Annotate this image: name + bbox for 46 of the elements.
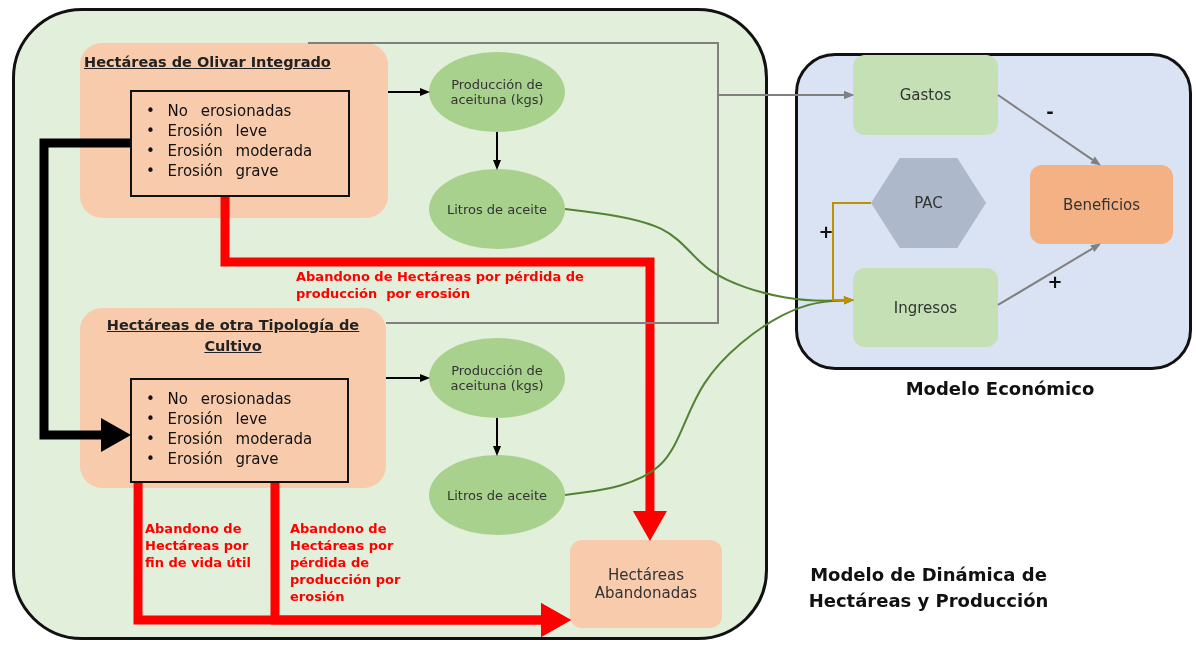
edge-label: Abandono de Hectáreas por fin de vida útil xyxy=(145,520,252,571)
node-label: Producción de aceituna (kgs) xyxy=(449,77,545,107)
node-label: Gastos xyxy=(898,86,953,104)
list-item: • No erosionadas xyxy=(146,389,293,409)
node-label: Hectáreas Abandonadas xyxy=(593,566,699,602)
group-heading: Hectáreas de Olivar Integrado xyxy=(84,53,332,72)
process-box xyxy=(853,55,998,135)
group-box xyxy=(80,308,386,488)
node-label: Producción de aceituna (kgs) xyxy=(449,363,545,393)
arrow xyxy=(385,91,854,324)
process-box xyxy=(853,268,998,347)
list-item: • Erosión leve xyxy=(146,409,269,429)
arrow xyxy=(493,131,501,170)
panel-heading: Modelo Económico xyxy=(904,377,1096,401)
thick-arrow xyxy=(220,197,667,541)
arrow xyxy=(832,202,872,304)
arrow xyxy=(387,88,430,96)
group-heading: Hectáreas de otra Tipología de Cultivo xyxy=(105,316,361,356)
list-item: • No erosionadas xyxy=(146,101,293,121)
node-label: PAC xyxy=(913,194,944,212)
node-label: Litros de aceite xyxy=(445,487,549,503)
edge-label: Abandono de Hectáreas por pérdida de producción por erosión xyxy=(290,520,402,605)
category-list-box xyxy=(130,378,349,483)
list-item: • Erosión moderada xyxy=(146,141,314,161)
edge-label: + xyxy=(1046,272,1064,292)
arrow xyxy=(385,374,430,382)
list-item: • Erosión grave xyxy=(146,161,280,181)
process-box xyxy=(1030,165,1173,244)
arrow xyxy=(997,243,1101,306)
node-label: Ingresos xyxy=(892,298,959,317)
node-label: Litros de aceite xyxy=(445,201,549,217)
group-box xyxy=(80,43,388,218)
list-item: • Erosión grave xyxy=(146,449,280,469)
panel-heading: Modelo de Dinámica de Hectáreas y Producción xyxy=(807,563,1050,613)
list-item: • Erosión leve xyxy=(146,121,269,141)
node-label: Beneficios xyxy=(1061,195,1142,214)
category-list-box xyxy=(130,90,350,197)
thick-arrow xyxy=(270,483,571,637)
arrow xyxy=(997,94,1101,166)
edge-label: Abandono de Hectáreas por pérdida de producción por erosión xyxy=(296,268,585,302)
thick-arrow xyxy=(39,138,131,452)
list-item: • Erosión moderada xyxy=(146,429,314,449)
edge-label: + xyxy=(817,222,835,242)
edge-label: - xyxy=(1045,102,1055,122)
process-box xyxy=(570,540,722,628)
arrow xyxy=(493,417,501,456)
